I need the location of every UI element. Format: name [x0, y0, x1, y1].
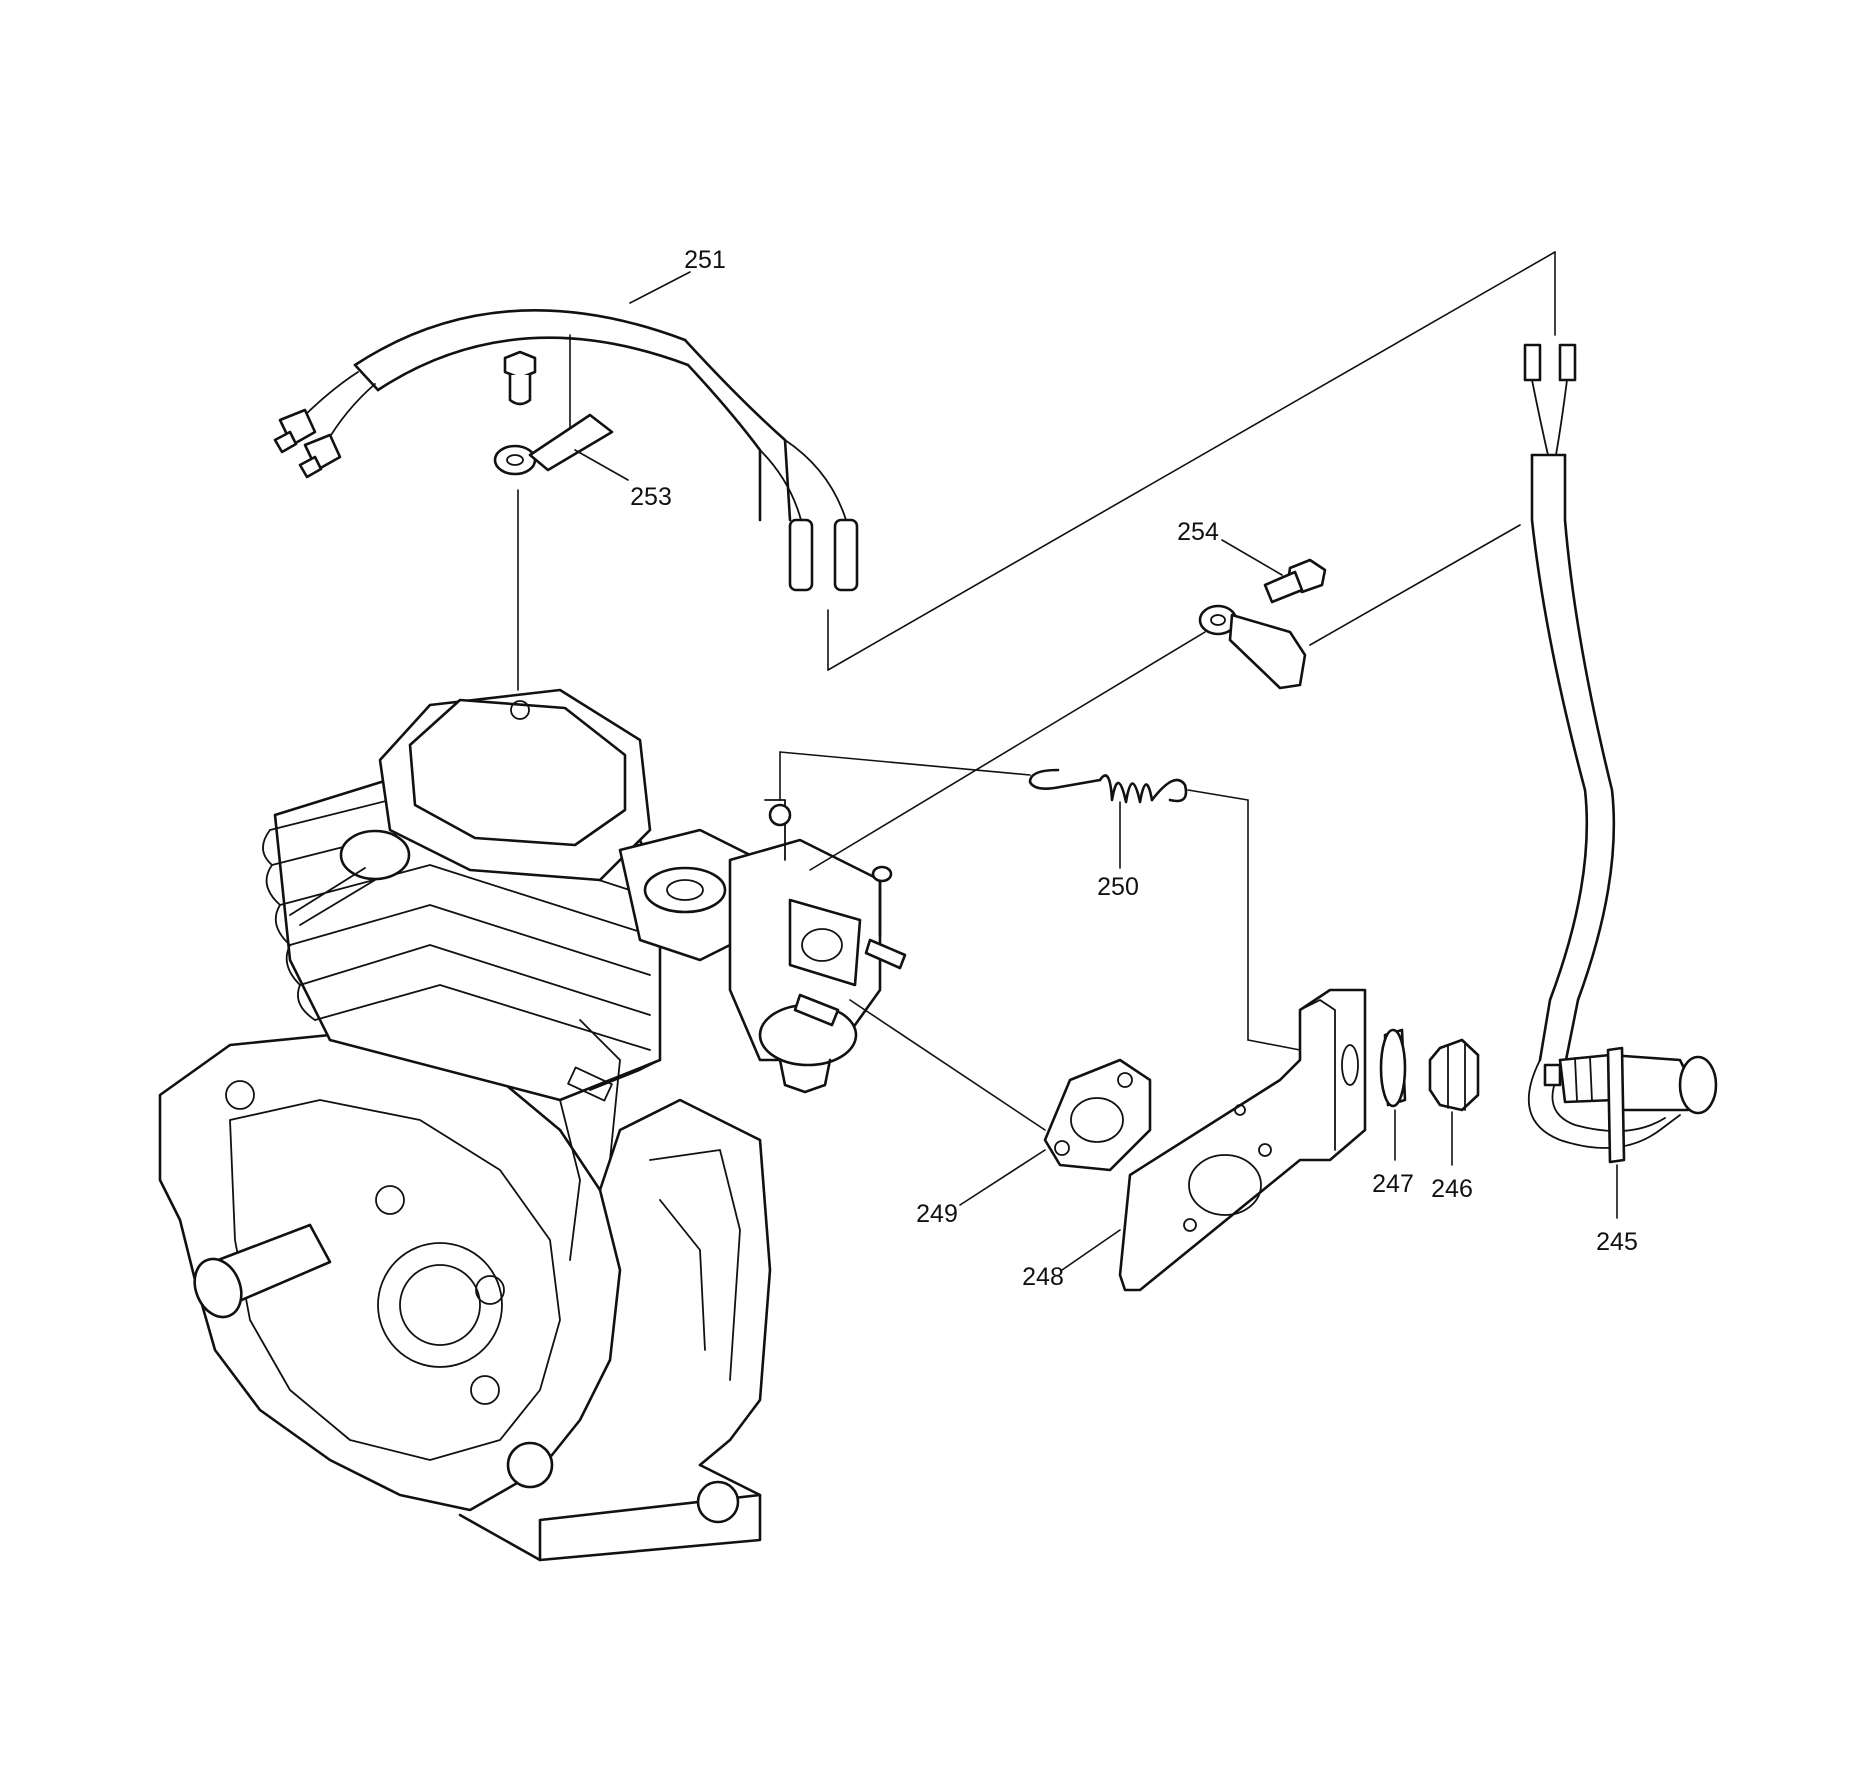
part-249-gasket [849, 999, 1152, 1206]
callout-245: 245 [1596, 1228, 1638, 1256]
part-247-washer [1379, 1028, 1407, 1161]
part-250-spring [779, 751, 1301, 1051]
part-245-sensor [1523, 343, 1718, 1219]
callout-248: 248 [1022, 1263, 1064, 1291]
callout-247: 247 [1372, 1170, 1414, 1198]
callout-250: 250 [1097, 873, 1139, 901]
callout-246: 246 [1431, 1175, 1473, 1203]
callout-251: 251 [684, 246, 726, 274]
part-248-bracket [1061, 988, 1367, 1292]
callout-253: 253 [630, 483, 672, 511]
part-246-nut [1428, 1038, 1480, 1166]
callout-249: 249 [916, 1200, 958, 1228]
part-253-ground-terminal [493, 334, 629, 691]
ground-terminal-2 [809, 524, 1521, 871]
part-251-wire-harness [273, 251, 1556, 671]
part-254-bolt [1221, 539, 1327, 604]
callout-254: 254 [1177, 518, 1219, 546]
engine-block [158, 688, 907, 1562]
